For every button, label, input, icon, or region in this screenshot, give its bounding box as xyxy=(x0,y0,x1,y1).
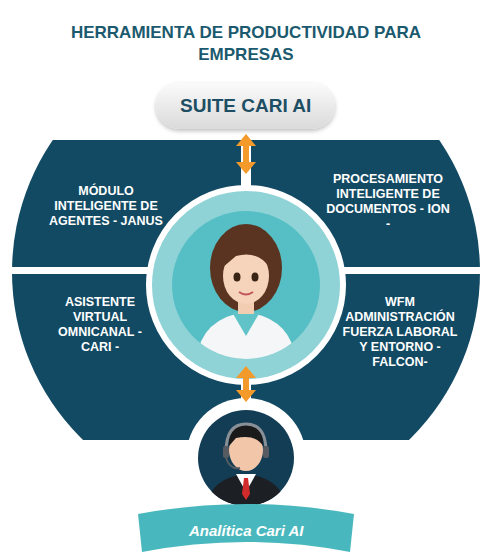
analytics-ribbon: Analítica Cari AI xyxy=(189,522,303,539)
diagram-title: HERRAMIENTA DE PRODUCTIVIDAD PARA EMPRES… xyxy=(46,22,446,66)
double-arrow xyxy=(236,134,256,402)
node-text: SUITE CARI AI xyxy=(180,95,311,117)
node-text: ASISTENTE VIRTUAL OMNICANAL - CARI - xyxy=(48,295,152,355)
ribbon-band xyxy=(138,504,354,552)
node-text: Analítica Cari AI xyxy=(189,522,303,539)
woman-avatar xyxy=(196,224,296,362)
node-text: PROCESAMIENTO INTELIGENTE DE DOCUMENTOS … xyxy=(323,172,453,232)
node-text: WFM ADMINISTRACIÓN FUERZA LABORAL Y ENTO… xyxy=(338,295,462,370)
quadrant-shapes xyxy=(0,38,492,518)
node-text: MÓDULO INTELIGENTE DE AGENTES - JANUS xyxy=(44,184,168,229)
module-quadrant: MÓDULO INTELIGENTE DE AGENTES - JANUS xyxy=(44,184,168,229)
suite-pill: SUITE CARI AI xyxy=(156,83,335,129)
man-avatar xyxy=(206,424,286,510)
module-quadrant: WFM ADMINISTRACIÓN FUERZA LABORAL Y ENTO… xyxy=(338,295,462,370)
module-quadrant: ASISTENTE VIRTUAL OMNICANAL - CARI - xyxy=(48,295,152,355)
module-quadrant: PROCESAMIENTO INTELIGENTE DE DOCUMENTOS … xyxy=(323,172,453,232)
